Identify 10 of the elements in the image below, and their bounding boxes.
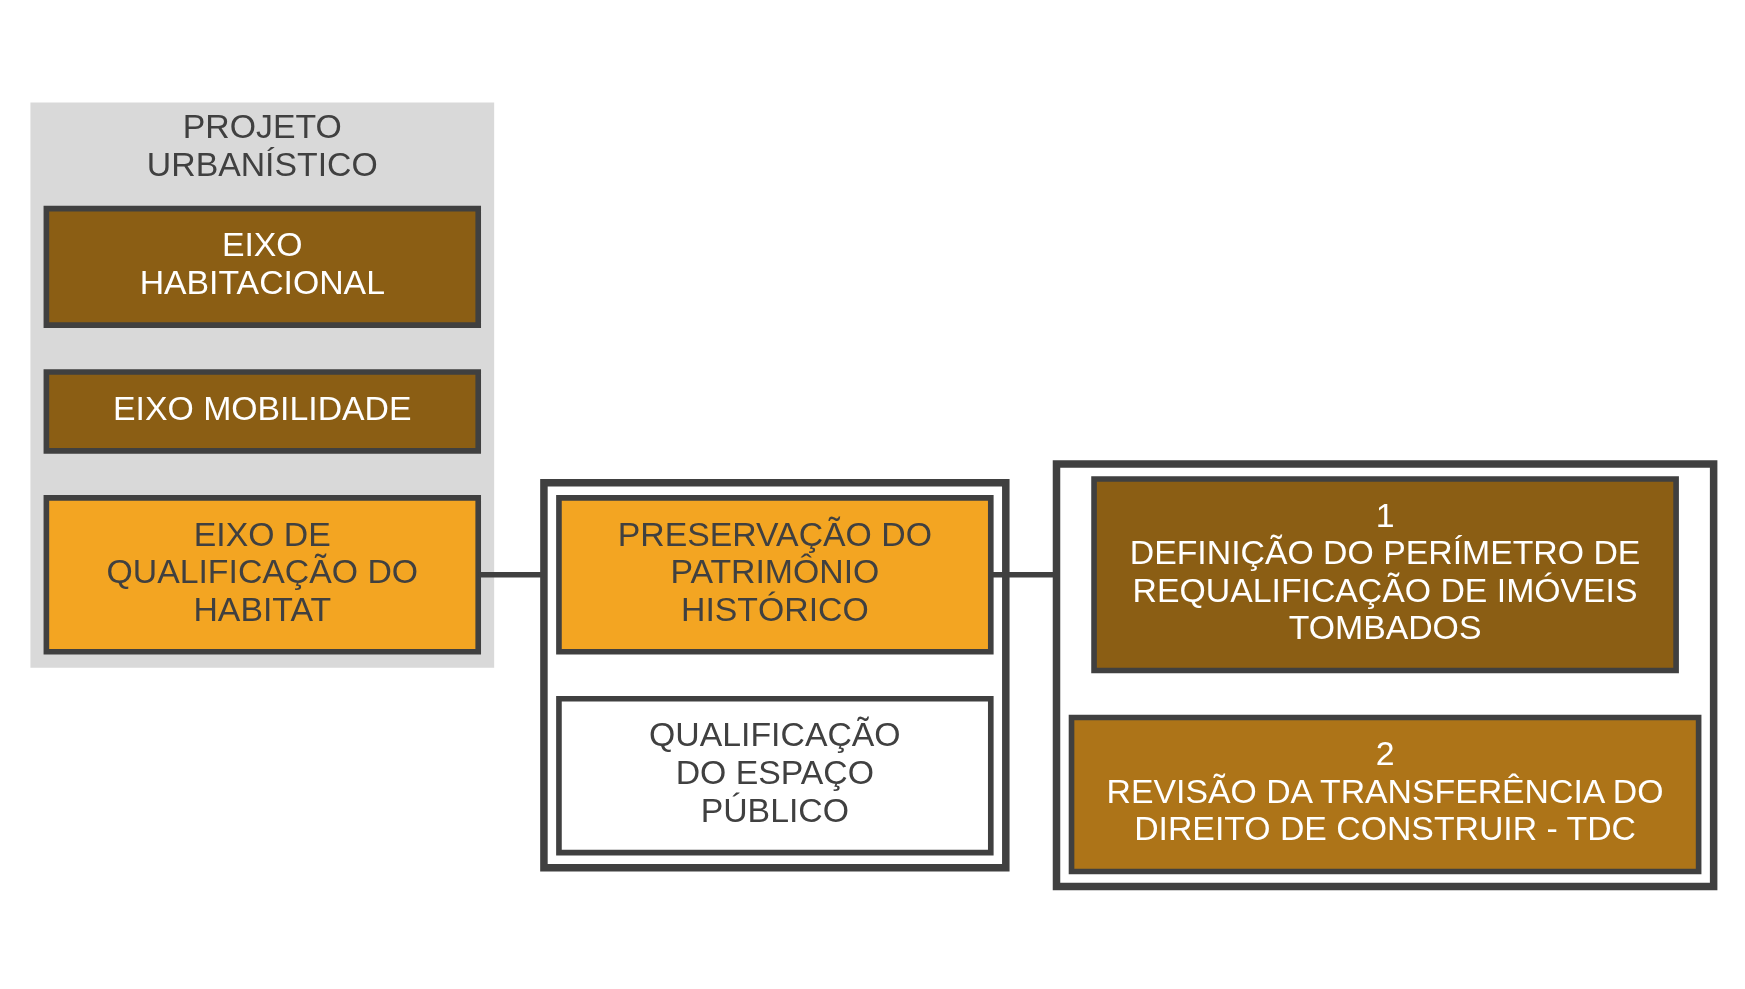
node-box: PRESERVAÇÃO DO PATRIMÔNIO HISTÓRICO	[556, 494, 994, 655]
node-box: 2 REVISÃO DA TRANSFERÊNCIA DO DIREITO DE CONSTRUIR - TDC	[1068, 714, 1702, 874]
node-box: EIXO DE QUALIFICAÇÃO DO HABITAT	[43, 494, 482, 655]
node-box: EIXO HABITACIONAL	[43, 205, 482, 328]
cluster	[540, 478, 1010, 871]
cluster	[1052, 459, 1718, 890]
node-box: EIXO MOBILIDADE	[43, 368, 482, 454]
node-box: QUALIFICAÇÃO DO ESPAÇO PÚBLICO	[556, 695, 994, 855]
connector	[478, 571, 544, 578]
node-box: 1 DEFINIÇÃO DO PERÍMETRO DE REQUALIFICAÇÃO DE IMÓVEIS TOMBADOS	[1091, 475, 1679, 673]
